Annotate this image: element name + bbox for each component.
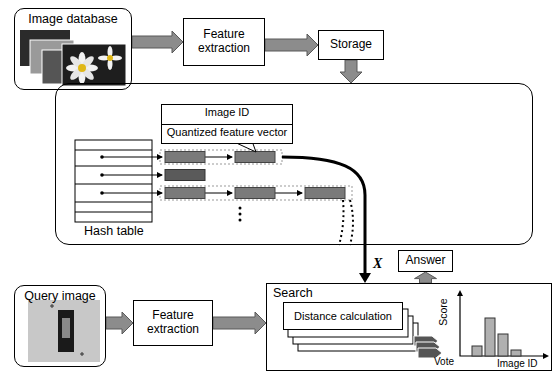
index-region: Hash table Image IDQuantized feature vect… <box>55 83 533 245</box>
vote-label: Vote <box>434 356 454 367</box>
node-text: Image database <box>28 12 118 26</box>
storage-box: Storage <box>318 30 384 60</box>
record-box: Image IDQuantized feature vector <box>161 104 293 144</box>
score-chart <box>485 318 495 356</box>
hash-table <box>75 150 152 212</box>
database-panel: Image database <box>14 8 132 90</box>
bucket-chains <box>165 152 205 163</box>
arrow-part <box>106 312 133 334</box>
bucket-chains <box>160 186 352 200</box>
bucket-chains <box>165 188 205 199</box>
database-photos <box>66 52 98 84</box>
node-text: Hash table <box>84 224 144 238</box>
bucket-chains <box>239 207 242 210</box>
axis-label: Image ID <box>497 358 538 369</box>
flow-arrow <box>213 312 266 334</box>
process-box: Feature extraction <box>183 18 265 66</box>
node-text: Answer <box>405 254 445 268</box>
retrieval-line <box>282 157 365 245</box>
bucket-chains <box>100 150 352 222</box>
query-photo <box>50 304 84 356</box>
node-text: Storage <box>330 38 372 52</box>
feature-stack <box>414 336 442 358</box>
arrow-part <box>415 272 437 283</box>
score-chart <box>457 290 549 359</box>
query-photo <box>58 310 74 352</box>
hash-table <box>75 140 152 222</box>
bucket-chains <box>239 219 242 222</box>
query-photo <box>28 300 100 362</box>
database-photos <box>107 55 113 61</box>
flow-arrow <box>265 34 318 56</box>
arrow-part <box>364 245 367 273</box>
score-chart <box>460 292 547 356</box>
bucket-chains <box>235 188 275 199</box>
search-panel: SearchDistance calculation <box>266 283 552 371</box>
bucket-chains <box>165 170 205 181</box>
flow-arrow <box>340 60 362 83</box>
retrieval-line <box>282 157 365 245</box>
node-text: Feature extraction <box>138 309 208 337</box>
retrieval-line <box>339 200 344 245</box>
process-box: Feature extraction <box>133 300 213 346</box>
hash-table <box>75 140 152 222</box>
database-photos <box>78 64 86 72</box>
bucket-chains <box>239 213 242 216</box>
query-panel: Query image <box>14 285 106 367</box>
node-text: Search <box>273 286 313 300</box>
score-chart <box>457 290 549 359</box>
score-chart <box>498 334 508 356</box>
process-box: Distance calculation <box>283 302 403 330</box>
axis-label: Score <box>438 298 450 325</box>
node-text: Quantized feature vector <box>162 124 292 144</box>
node-text: Image ID <box>162 105 292 124</box>
node-text: Query image <box>24 289 96 303</box>
database-photos <box>62 44 126 86</box>
database-photos <box>98 46 122 70</box>
edge-label: X <box>372 256 383 271</box>
score-chart <box>472 346 482 356</box>
arrow-part <box>359 273 371 283</box>
flow-arrow <box>415 272 437 283</box>
database-photos <box>20 30 126 86</box>
bucket-chains <box>235 152 275 163</box>
node-text: Distance calculation <box>294 310 392 323</box>
arrow-part <box>340 60 362 83</box>
query-photo <box>62 318 70 338</box>
arrow-part <box>132 31 183 53</box>
bucket-chains <box>305 188 345 199</box>
node-text: Feature extraction <box>188 28 260 56</box>
score-chart <box>511 350 521 356</box>
flow-arrow <box>106 312 133 334</box>
flow-arrow <box>132 31 183 53</box>
answer-box: Answer <box>398 250 453 272</box>
retrieval-line <box>350 200 353 245</box>
retrieval-arrow <box>359 245 371 283</box>
query-photo <box>28 300 100 362</box>
arrow-part <box>213 312 266 334</box>
arrow-part <box>265 34 318 56</box>
